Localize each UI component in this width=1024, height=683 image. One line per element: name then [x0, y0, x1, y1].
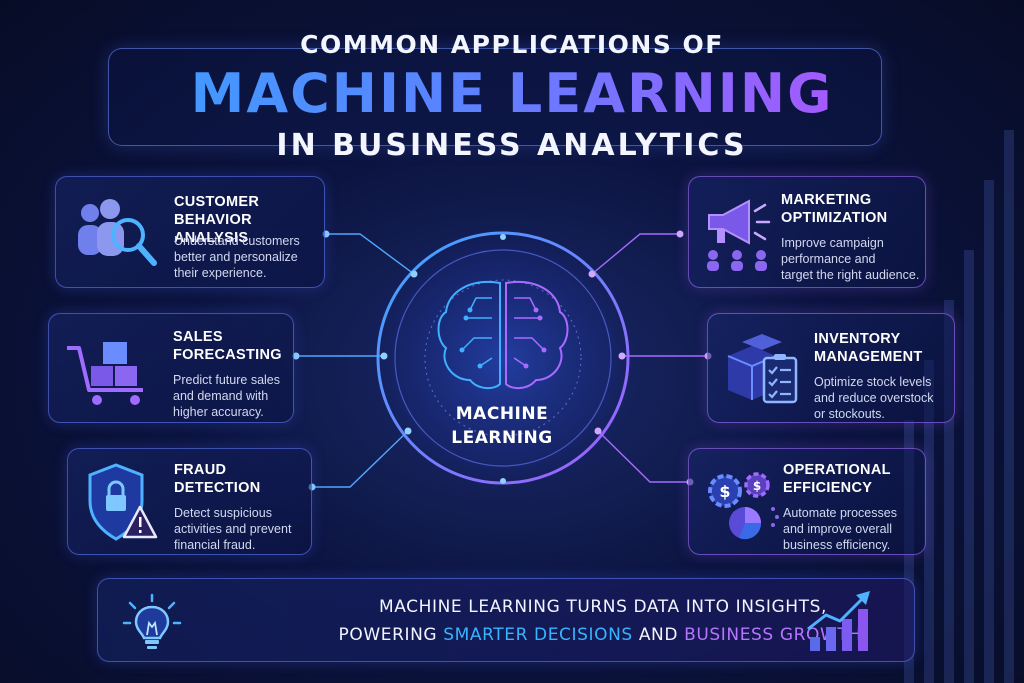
- card-marketing-optimization: MARKETING OPTIMIZATION Improve campaign …: [688, 176, 926, 288]
- brain-circuit-icon: [437, 281, 569, 390]
- card-fraud-detection: FRAUD DETECTION Detect suspicious activi…: [67, 448, 312, 555]
- banner-highlight-smarter-decisions: SMARTER DECISIONS: [443, 625, 633, 645]
- card-title: CUSTOMER BEHAVIOR ANALYSIS: [174, 194, 260, 246]
- boxes-checklist-icon: [727, 334, 798, 404]
- card-sales-forecasting: SALES FORECASTING Predict future sales a…: [48, 313, 294, 423]
- summary-banner: MACHINE LEARNING TURNS DATA INTO INSIGHT…: [97, 578, 915, 662]
- title-line-2: MACHINE LEARNING: [0, 62, 1024, 126]
- title-line-1: COMMON APPLICATIONS OF: [300, 30, 724, 59]
- connector-customer: [326, 233, 415, 275]
- card-description: Automate processes and improve overall b…: [783, 506, 897, 552]
- shopping-cart-boxes-icon: [67, 342, 143, 405]
- card-description: Detect suspicious activities and prevent…: [174, 506, 292, 552]
- card-title: FRAUD DETECTION: [174, 462, 261, 496]
- card-operational-efficiency: $ $ OPERATIONAL EFFICIENCY Automate proc…: [688, 448, 926, 555]
- growth-chart-icon: [807, 591, 870, 651]
- card-title: SALES FORECASTING: [173, 329, 282, 363]
- card-title: OPERATIONAL EFFICIENCY: [783, 462, 891, 496]
- gears-pie-chart-icon: $ $: [708, 472, 779, 540]
- card-title: MARKETING OPTIMIZATION: [781, 192, 888, 226]
- customer-search-icon: [78, 199, 157, 266]
- inner-ring: [394, 249, 612, 467]
- svg-text:$: $: [753, 479, 761, 493]
- connector-operational: [597, 430, 690, 483]
- title-line-3: IN BUSINESS ANALYTICS: [276, 128, 748, 163]
- banner-text: AND: [632, 625, 685, 645]
- svg-text:$: $: [719, 482, 730, 501]
- connector-marketing: [591, 233, 680, 275]
- banner-line-1: MACHINE LEARNING TURNS DATA INTO INSIGHT…: [378, 597, 828, 617]
- shield-lock-warning-icon: [88, 463, 158, 541]
- card-description: Optimize stock levels and reduce oversto…: [814, 375, 934, 421]
- card-description: Understand customers better and personal…: [174, 234, 300, 280]
- connector-fraud: [312, 430, 409, 488]
- lightbulb-icon: [122, 593, 182, 649]
- card-title: INVENTORY MANAGEMENT: [814, 331, 923, 365]
- card-description: Improve campaign performance and target …: [781, 236, 920, 282]
- megaphone-audience-icon: [707, 199, 771, 271]
- center-label: MACHINE LEARNING: [451, 404, 553, 448]
- banner-text: POWERING: [338, 625, 444, 645]
- card-inventory-management: INVENTORY MANAGEMENT Optimize stock leve…: [707, 313, 955, 423]
- title-frame: [108, 48, 882, 146]
- card-customer-behavior: CUSTOMER BEHAVIOR ANALYSIS Understand cu…: [55, 176, 325, 288]
- card-description: Predict future sales and demand with hig…: [173, 373, 280, 419]
